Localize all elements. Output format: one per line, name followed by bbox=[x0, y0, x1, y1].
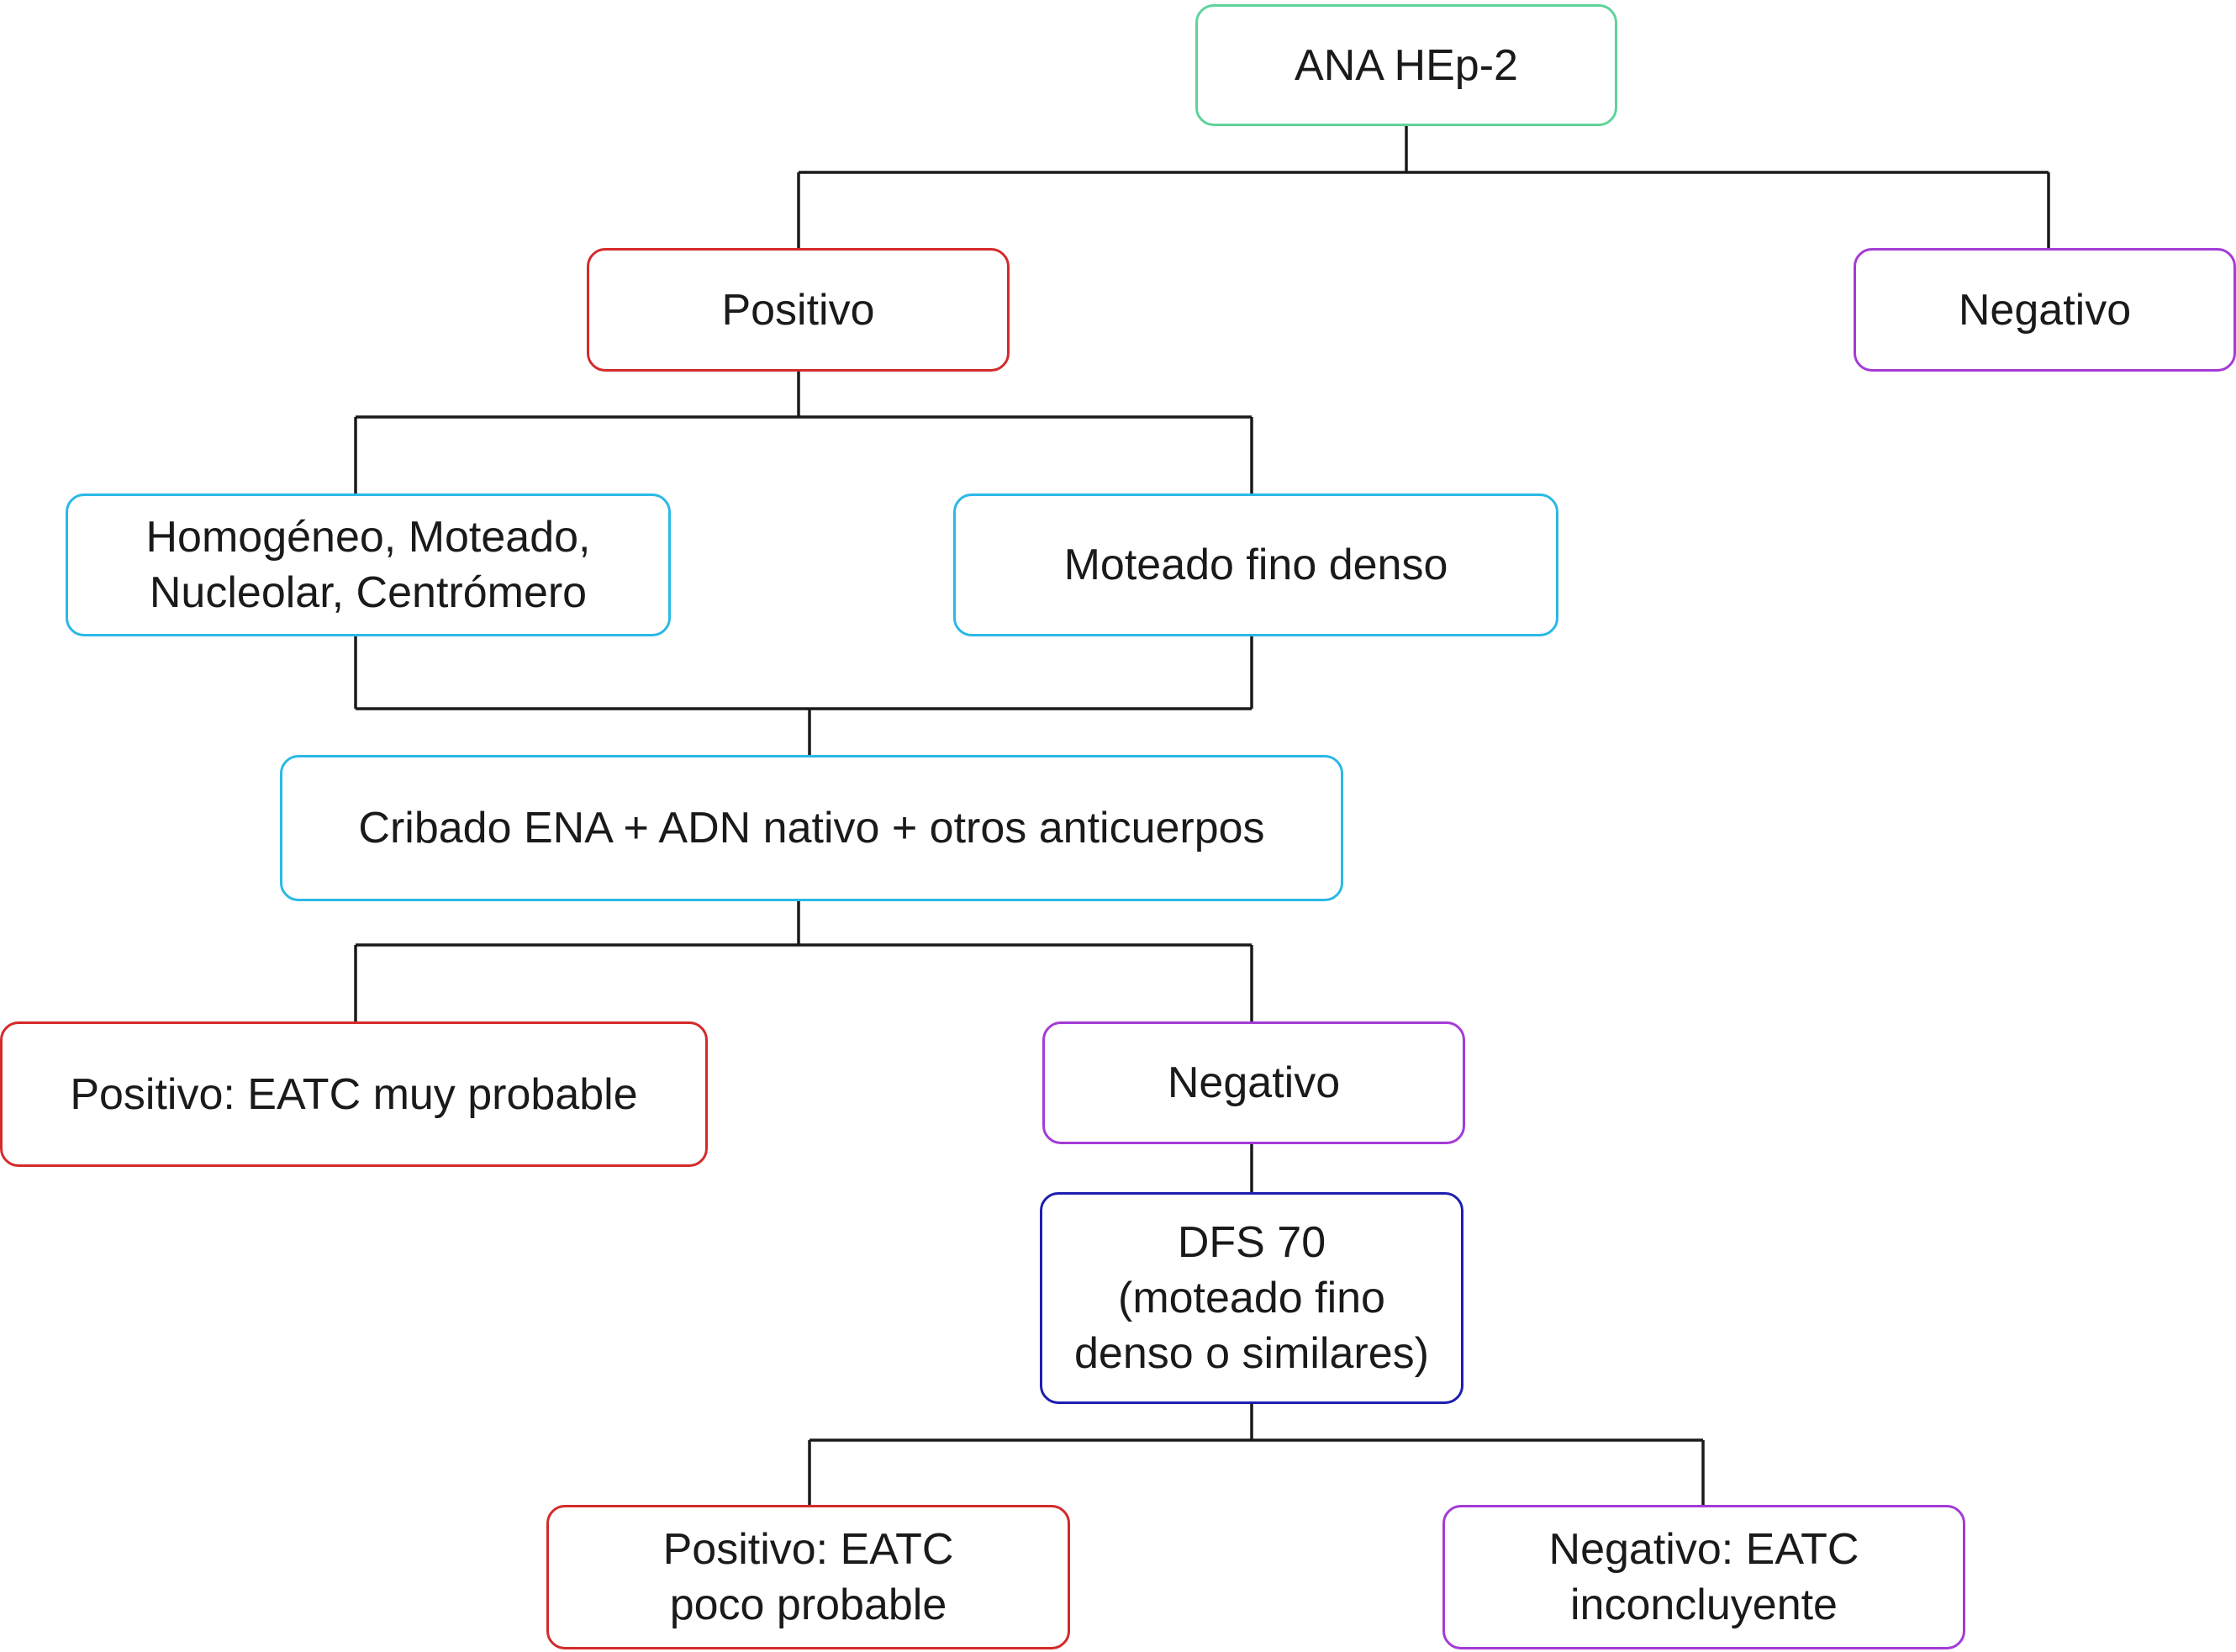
connector-cribado-to-results bbox=[354, 901, 1253, 1021]
dfs70-line: (moteado fino bbox=[1118, 1274, 1385, 1322]
positivo-eatc-muy-probable-label: Positivo: EATC muy probable bbox=[70, 1067, 637, 1122]
positivo-poco-line: poco probable bbox=[669, 1581, 947, 1629]
connector-dfs70-to-results bbox=[808, 1404, 1705, 1505]
patrones-line: Homogéneo, Moteado, bbox=[145, 513, 591, 562]
moteado-fino-denso-box: Moteado fino denso bbox=[953, 493, 1558, 636]
negativo-mid-line: Negativo bbox=[1167, 1058, 1341, 1107]
connector-ana-to-results bbox=[797, 126, 2050, 248]
ana-hep2-label: ANA HEp-2 bbox=[1295, 38, 1518, 93]
dfs70-box: DFS 70 (moteado fino denso o similares) bbox=[1040, 1192, 1463, 1404]
negativo-top-box: Negativo bbox=[1854, 248, 2236, 372]
cribado-label: Cribado ENA + ADN nativo + otros anticue… bbox=[358, 800, 1264, 856]
ana-line: ANA HEp-2 bbox=[1295, 40, 1518, 90]
negativo-eatc-inconcluyente-box: Negativo: EATC inconcluyente bbox=[1442, 1505, 1965, 1649]
dfs70-line: denso o similares) bbox=[1074, 1329, 1429, 1378]
connector-patterns-to-cribado bbox=[354, 636, 1253, 755]
negativo-eatc-inconcluyente-label: Negativo: EATC inconcluyente bbox=[1549, 1522, 1859, 1633]
positivo-eatc-muy-probable-box: Positivo: EATC muy probable bbox=[0, 1021, 708, 1167]
patrones-line: Nucleolar, Centrómero bbox=[149, 568, 588, 617]
negativo-top-line: Negativo bbox=[1958, 285, 2132, 335]
positivo-box: Positivo bbox=[587, 248, 1010, 372]
positivo-eatc-line: Positivo: EATC muy probable bbox=[70, 1069, 638, 1119]
negativo-top-label: Negativo bbox=[1959, 282, 2131, 338]
negativo-incon-line: inconcluyente bbox=[1569, 1581, 1838, 1629]
dfs70-label: DFS 70 (moteado fino denso o similares) bbox=[1074, 1215, 1429, 1381]
positivo-eatc-poco-probable-label: Positivo: EATC poco probable bbox=[663, 1522, 954, 1633]
negativo-mid-box: Negativo bbox=[1042, 1021, 1465, 1144]
dfs70-line: DFS 70 bbox=[1177, 1218, 1326, 1267]
negativo-incon-line: Negativo: EATC bbox=[1548, 1525, 1859, 1574]
ana-hep2-box: ANA HEp-2 bbox=[1195, 4, 1617, 126]
moteado-fino-denso-label: Moteado fino denso bbox=[1064, 537, 1448, 593]
positivo-eatc-poco-probable-box: Positivo: EATC poco probable bbox=[546, 1505, 1070, 1649]
cribado-line: Cribado ENA + ADN nativo + otros anticue… bbox=[358, 804, 1265, 852]
patrones-label: Homogéneo, Moteado, Nucleolar, Centrómero bbox=[145, 509, 590, 620]
cribado-box: Cribado ENA + ADN nativo + otros anticue… bbox=[280, 755, 1343, 901]
negativo-mid-label: Negativo bbox=[1168, 1055, 1340, 1111]
moteado-fino-line: Moteado fino denso bbox=[1063, 541, 1448, 589]
positivo-label: Positivo bbox=[721, 282, 874, 338]
positivo-poco-line: Positivo: EATC bbox=[662, 1525, 954, 1574]
patrones-box: Homogéneo, Moteado, Nucleolar, Centrómero bbox=[66, 493, 671, 636]
positivo-line: Positivo bbox=[721, 285, 875, 335]
connector-positivo-to-patterns bbox=[354, 372, 1253, 493]
